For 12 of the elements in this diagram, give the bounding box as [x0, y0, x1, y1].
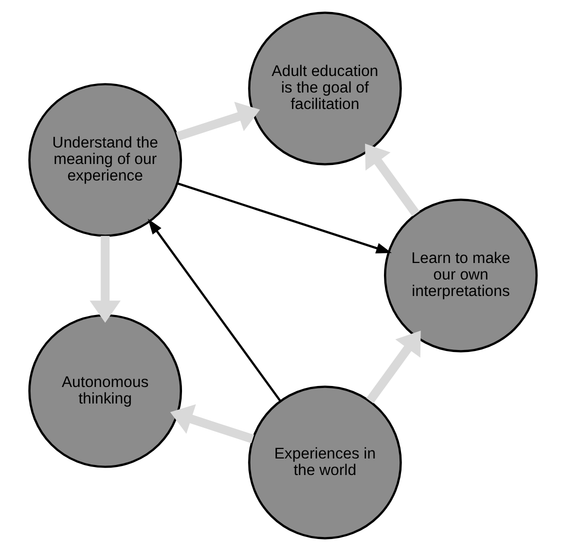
arrow: [364, 144, 420, 216]
node-circle: Experiences in the world: [248, 386, 402, 540]
arrow: [176, 182, 392, 254]
node-circle: Learn to make our own interpretations: [383, 198, 538, 352]
node-circle: Autonomous thinking: [28, 314, 182, 468]
arrow: [147, 218, 281, 402]
arrow: [176, 102, 260, 141]
arrow: [89, 236, 120, 323]
arrow: [170, 404, 254, 444]
node-circle: Understand the meaning of our experience: [28, 83, 182, 237]
node-circle: Adult education is the goal of facilitation: [248, 12, 402, 166]
arrow: [366, 330, 420, 404]
